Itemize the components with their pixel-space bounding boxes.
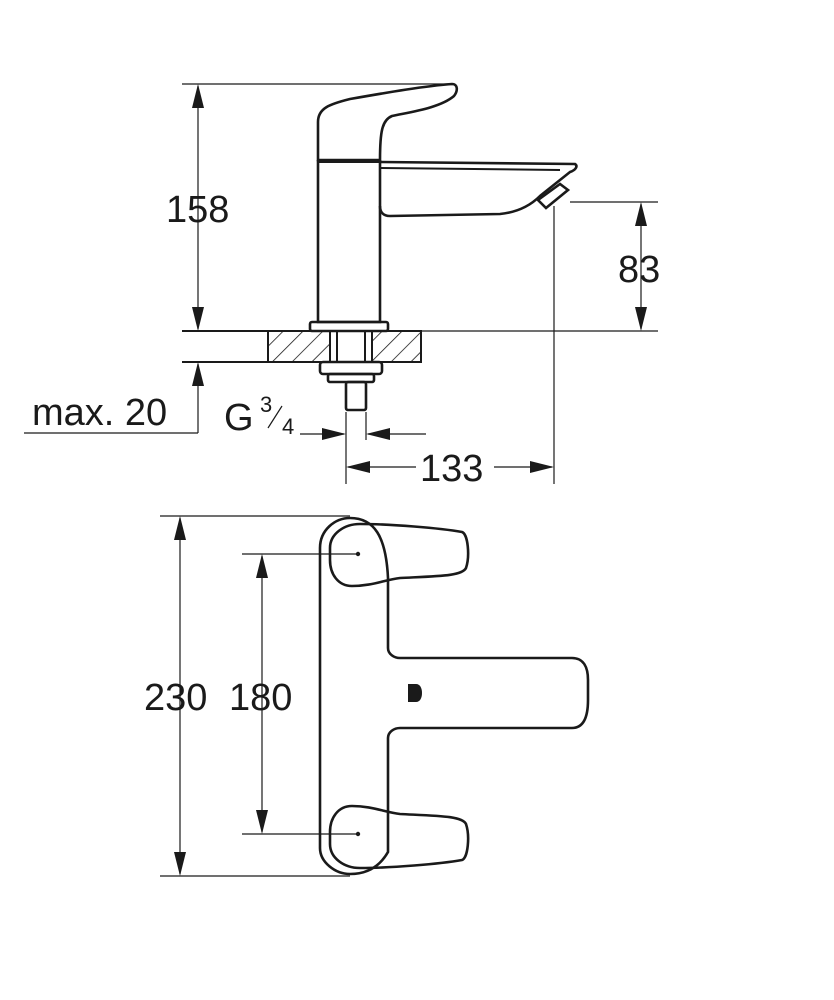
side-view: 158 83 max. 20 G 3 4: [24, 82, 660, 490]
faucet-body: [308, 82, 578, 412]
dim-133: 133: [346, 206, 555, 490]
thread-denominator: 4: [282, 414, 294, 439]
thread-numerator: 3: [260, 392, 272, 417]
dim-max-20-label: max. 20: [32, 392, 167, 434]
thread-g-label: G: [224, 397, 254, 439]
dim-180: 180: [229, 553, 356, 835]
dim-max-20: max. 20: [24, 362, 204, 434]
dim-158: 158: [166, 83, 452, 331]
dim-180-label: 180: [229, 677, 292, 719]
faucet-top-outline: [318, 516, 590, 876]
deck-section: [182, 330, 658, 363]
dim-thread: G 3 4: [224, 392, 426, 484]
top-view: 230 180: [144, 515, 590, 877]
dim-230-label: 230: [144, 677, 207, 719]
dim-230: 230: [144, 515, 350, 877]
dim-133-label: 133: [420, 448, 483, 490]
dim-83: 83: [570, 201, 660, 331]
dim-158-label: 158: [166, 189, 229, 231]
dim-83-label: 83: [618, 249, 660, 291]
